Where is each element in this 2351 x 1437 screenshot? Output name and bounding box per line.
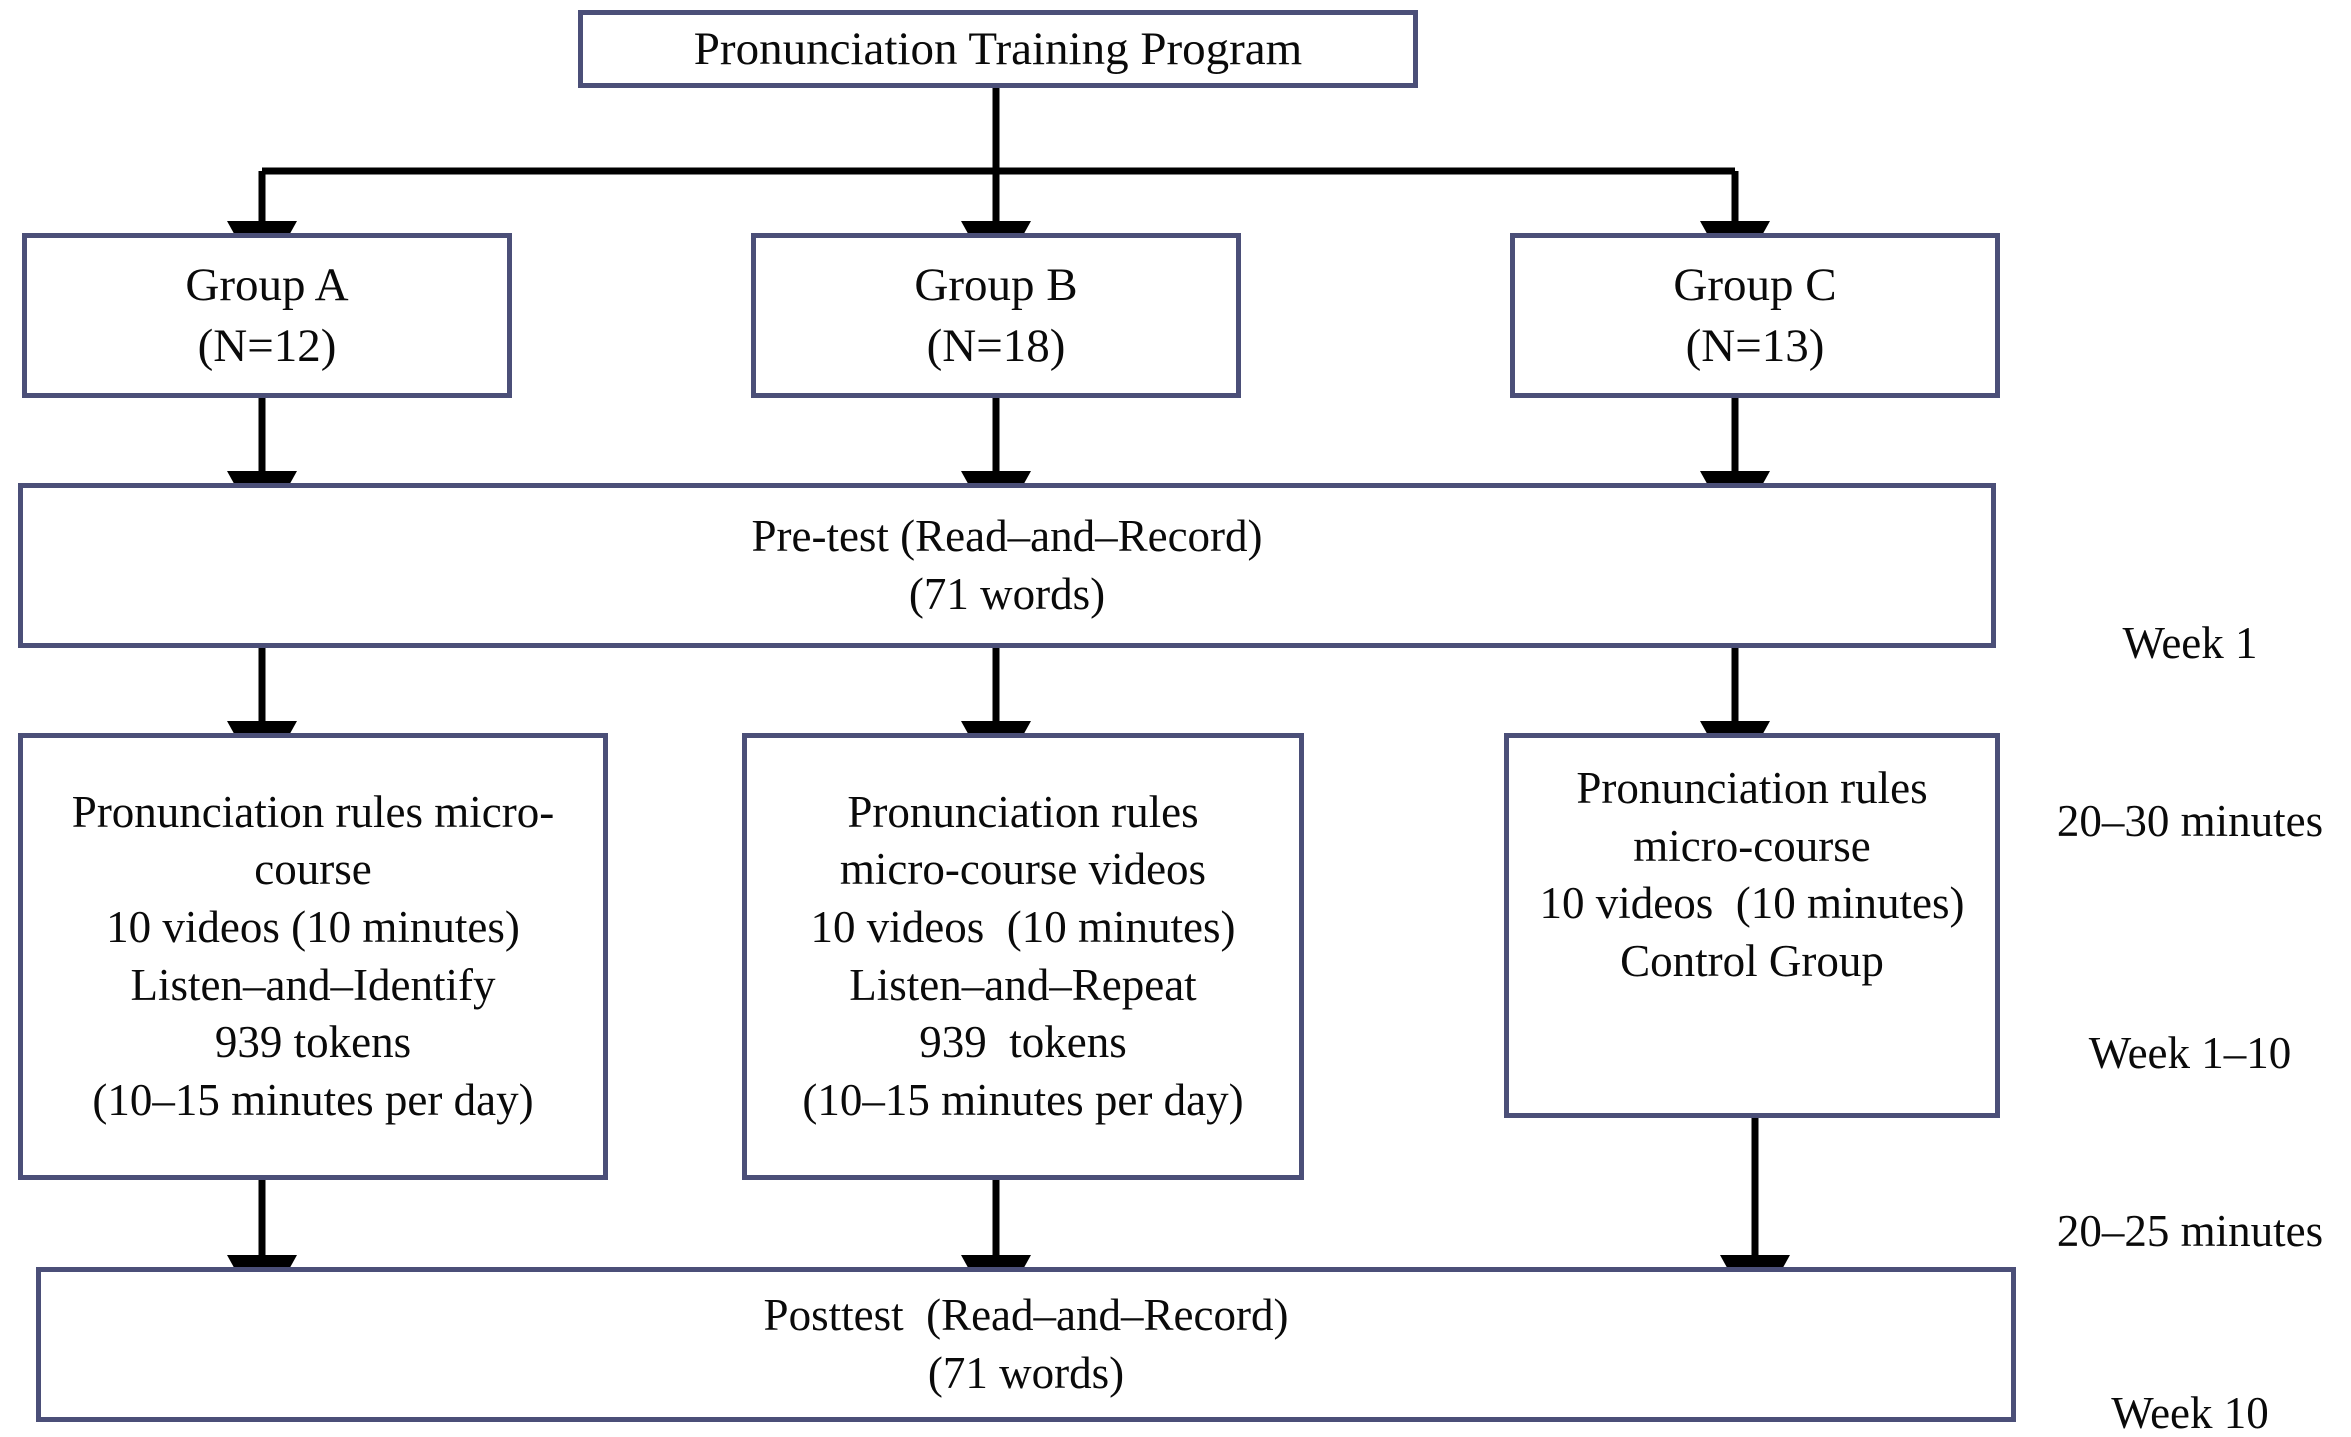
- connector-pretest-to-treatments: [227, 648, 1770, 784]
- node-treatment-group-b-line-4: Listen–and–Repeat: [849, 959, 1197, 1010]
- node-group-c-line-2: (N=13): [1685, 319, 1825, 372]
- node-group-c-line-1: Group C: [1673, 259, 1837, 312]
- node-treatment-group-a-line-2: course: [254, 844, 372, 895]
- node-pretest: Pre-test (Read–and–Record) (71 words): [18, 483, 1996, 648]
- node-treatment-group-b-line-2: micro-course videos: [839, 844, 1207, 895]
- node-treatment-group-a-line-1: Pronunciation rules micro-: [71, 786, 555, 837]
- side-label-week-1-10-line-2: 20–25 minutes: [2056, 1205, 2324, 1256]
- node-group-b-line-2: (N=18): [926, 319, 1066, 372]
- side-label-week-10: Week 10 20–30 minutes: [2040, 1265, 2340, 1437]
- side-label-week-1-10-line-1: Week 1–10: [2088, 1027, 2292, 1078]
- node-program-title-line-1: Pronunciation Training Program: [693, 22, 1303, 75]
- node-treatment-group-a: Pronunciation rules micro- course 10 vid…: [18, 733, 608, 1180]
- side-label-week-1-line-2: 20–30 minutes: [2056, 795, 2324, 846]
- node-treatment-group-b-line-1: Pronunciation rules: [847, 786, 1199, 837]
- node-treatment-group-a-line-4: Listen–and–Identify: [130, 959, 496, 1010]
- node-treatment-group-a-line-3: 10 videos (10 minutes): [106, 901, 520, 952]
- node-group-a-line-1: Group A: [185, 259, 349, 312]
- node-treatment-group-c-line-3: 10 videos (10 minutes): [1539, 878, 1965, 929]
- node-treatment-group-c-line-2: micro-course: [1633, 820, 1871, 871]
- node-group-a-line-2: (N=12): [197, 319, 337, 372]
- node-treatment-group-a-line-6: (10–15 minutes per day): [92, 1074, 534, 1125]
- node-treatment-group-c-line-1: Pronunciation rules: [1576, 763, 1928, 813]
- node-pretest-line-2: (71 words): [908, 568, 1106, 619]
- node-treatment-group-b: Pronunciation rules micro-course videos …: [742, 733, 1304, 1180]
- node-treatment-group-b-line-6: (10–15 minutes per day): [802, 1074, 1244, 1125]
- node-posttest-line-2: (71 words): [927, 1347, 1125, 1398]
- side-label-week-1-line-1: Week 1: [2122, 617, 2258, 668]
- node-pretest-line-1: Pre-test (Read–and–Record): [751, 510, 1263, 561]
- node-treatment-group-b-line-3: 10 videos (10 minutes): [810, 901, 1236, 952]
- connector-title-to-bar: [227, 85, 1770, 284]
- node-posttest: Posttest (Read–and–Record) (71 words): [36, 1267, 2016, 1422]
- node-group-b-line-1: Group B: [914, 259, 1078, 312]
- node-treatment-group-c-line-4: Control Group: [1620, 935, 1884, 986]
- node-posttest-line-1: Posttest (Read–and–Record): [763, 1289, 1289, 1340]
- node-treatment-group-c: Pronunciation rules micro-course 10 vide…: [1504, 733, 2000, 1118]
- connector-groups-to-pretest: [227, 398, 1770, 534]
- side-label-week-10-line-1: Week 10: [2111, 1387, 2269, 1437]
- node-group-c: Group C (N=13): [1510, 233, 2000, 398]
- node-program-title: Pronunciation Training Program: [578, 10, 1418, 88]
- side-label-week-1-10: Week 1–10 20–25 minutes: [2040, 905, 2340, 1380]
- node-group-a: Group A (N=12): [22, 233, 512, 398]
- side-label-week-1: Week 1 20–30 minutes: [2040, 495, 2340, 970]
- node-group-b: Group B (N=18): [751, 233, 1241, 398]
- node-treatment-group-a-line-5: 939 tokens: [214, 1017, 412, 1068]
- node-treatment-group-b-line-5: 939 tokens: [919, 1017, 1127, 1068]
